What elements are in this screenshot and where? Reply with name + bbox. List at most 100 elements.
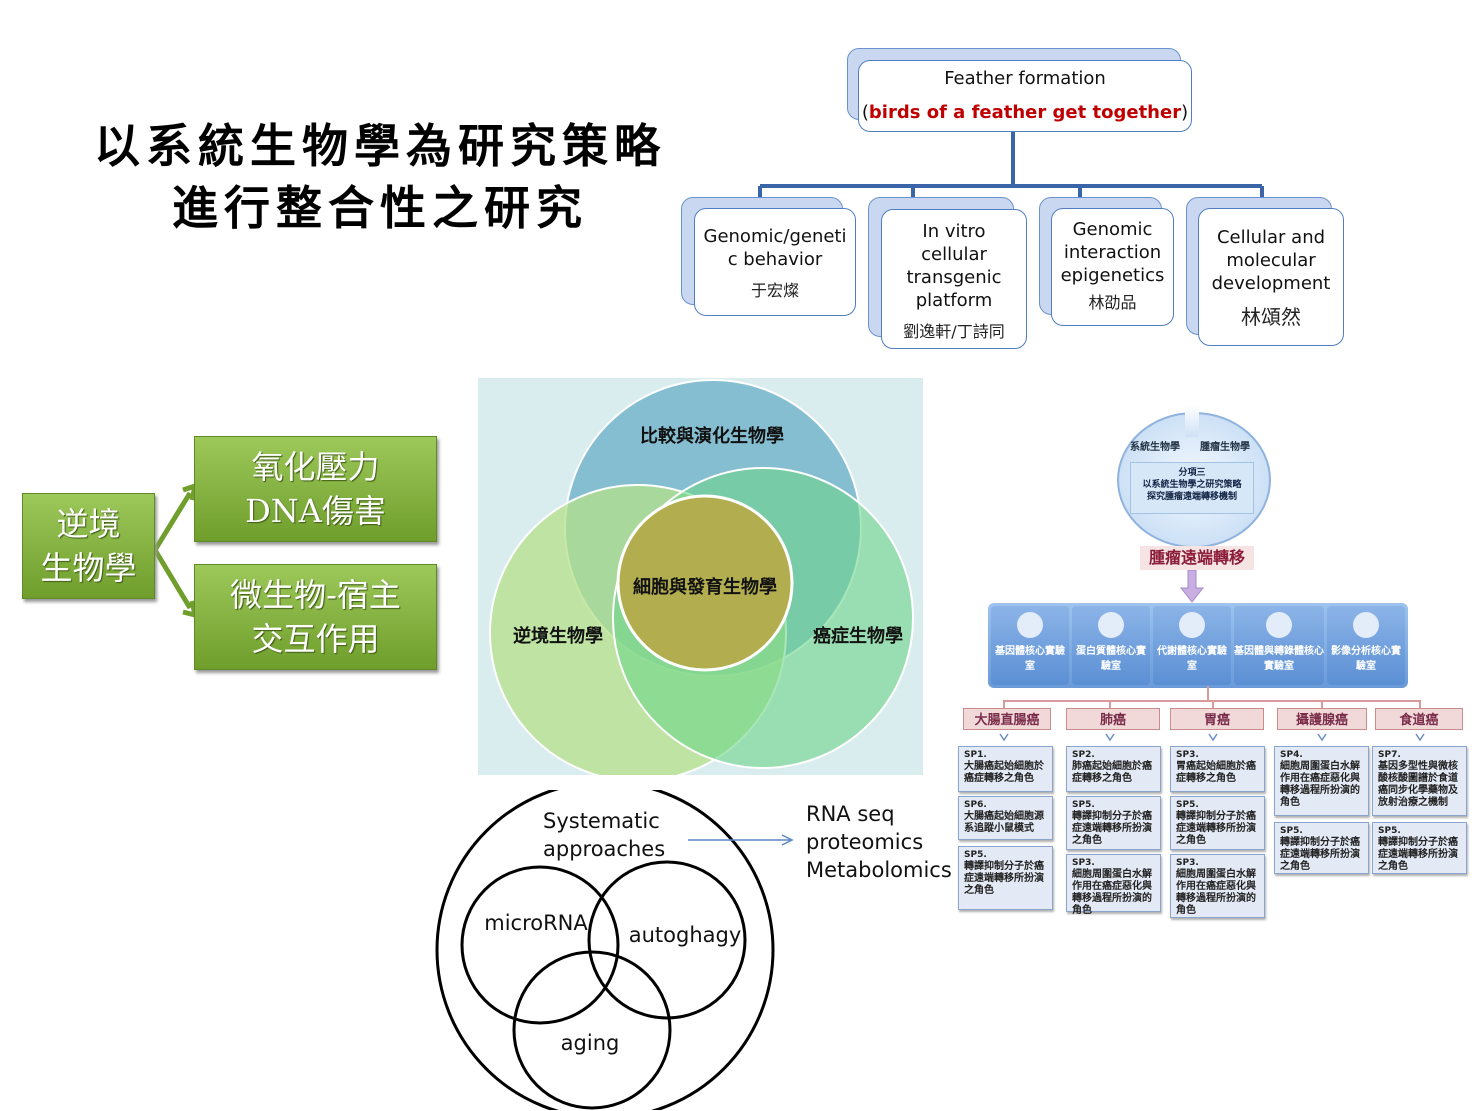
org-root-subtitle: (birds of a feather get together) xyxy=(861,102,1189,123)
core-lab-4: 基因體與轉錄體核心實驗室 xyxy=(1234,606,1324,685)
org-child-4: Cellular and molecular development 林頌然 xyxy=(1198,208,1344,346)
subproject-text: 轉譯抑制分子於癌症遠端轉移所扮演之角色 xyxy=(964,861,1044,896)
metastasis-title: 腫瘤遠端轉移 xyxy=(1140,546,1254,570)
subproject-text: 轉譯抑制分子於癌症遠端轉移所扮演之角色 xyxy=(1176,811,1256,846)
subproject-box-4-2: SP5.轉譯抑制分子於癌症遠端轉移所扮演之角色 xyxy=(1274,822,1369,874)
core-lab-2-label: 蛋白質體核心實驗室 xyxy=(1076,646,1146,672)
subproject-box-2-1: SP2.肺癌起始細胞於癌症轉移之角色 xyxy=(1066,746,1161,792)
approach-arrow-head xyxy=(781,834,794,846)
outer-circle xyxy=(435,790,775,1110)
core-lab-1: 基因體核心實驗室 xyxy=(991,606,1069,685)
subproject-box-5-2: SP5.轉譯抑制分子於癌症遠端轉移所扮演之角色 xyxy=(1372,822,1467,874)
venn-circle-center xyxy=(616,494,794,672)
subproject-code: SP6. xyxy=(964,800,987,810)
subproject-code: SP5. xyxy=(1176,800,1199,810)
subproject-box-3-3: SP3.細胞周圍蛋白水解作用在癌症惡化與轉移過程所扮演的角色 xyxy=(1170,854,1265,918)
microrna-circle xyxy=(460,865,620,1025)
core-lab-3: 代謝體核心實驗室 xyxy=(1153,606,1231,685)
subproject-text: 轉譯抑制分子於癌症遠端轉移所扮演之角色 xyxy=(1072,811,1152,846)
org-root-box: Feather formation (birds of a feather ge… xyxy=(858,60,1192,132)
subproject-text: 細胞周圍蛋白水解作用在癌症惡化與轉移過程所扮演的角色 xyxy=(1176,869,1256,916)
venn-label-left: 逆境生物學 xyxy=(513,625,603,647)
subproject-code: SP3. xyxy=(1072,858,1095,868)
org-child-2: In vitro cellular transgenic platform 劉逸… xyxy=(881,209,1027,349)
subproject-text: 大腸癌起始細胞於癌症轉移之角色 xyxy=(964,761,1044,784)
core-lab-2: 蛋白質體核心實驗室 xyxy=(1072,606,1150,685)
subproject-line2: 以系統生物學之研究策略 xyxy=(1142,480,1242,490)
top-left-label: 系統生物學 xyxy=(1130,442,1180,453)
aging-circle xyxy=(512,950,672,1110)
category-prostate: 攝護腺癌 xyxy=(1277,708,1367,730)
title-line-2: 進行整合性之研究 xyxy=(172,181,588,235)
systematic-line1: Systematic xyxy=(543,809,660,833)
omics-rna-seq: RNA seq xyxy=(806,802,895,826)
core-lab-4-label: 基因體與轉錄體核心實驗室 xyxy=(1234,646,1324,672)
subproject-box-5-1: SP7.基因多型性與微核酸核酸圖譜於食道癌同步化學藥物及放射治療之機制 xyxy=(1372,746,1467,816)
subproject-code: SP5. xyxy=(964,850,987,860)
subproject-box-2-3: SP3.細胞周圍蛋白水解作用在癌症惡化與轉移過程所扮演的角色 xyxy=(1066,854,1161,916)
org-child-1: Genomic/geneti c behavior 于宏燦 xyxy=(694,208,856,316)
org-child-3: Genomic interaction epigenetics 林劭品 xyxy=(1051,208,1174,326)
org-chart-connectors xyxy=(758,132,1264,205)
subproject-code: SP4. xyxy=(1280,750,1303,760)
subproject-line3: 探究腫瘤遠端轉移機制 xyxy=(1146,492,1237,502)
category-stomach: 胃癌 xyxy=(1170,708,1264,730)
subproject-code: SP5. xyxy=(1280,826,1303,836)
subproject-box-2-2: SP5.轉譯抑制分子於癌症遠端轉移所扮演之角色 xyxy=(1066,796,1161,850)
title-line-1: 以系統生物學為研究策略 xyxy=(94,119,666,173)
branch1-line2: DNA傷害 xyxy=(245,492,386,530)
page-title: 以系統生物學為研究策略 進行整合性之研究 xyxy=(60,115,700,239)
branch2-line1: 微生物-宿主 xyxy=(230,576,401,614)
subproject-code: SP2. xyxy=(1072,750,1095,760)
org-child-4-label: Cellular and molecular development xyxy=(1211,227,1331,294)
org-child-1-name: 于宏燦 xyxy=(750,281,799,300)
subproject-text: 基因多型性與微核酸核酸圖譜於食道癌同步化學藥物及放射治療之機制 xyxy=(1378,761,1458,808)
subproject-box-1-1: SP1.大腸癌起始細胞於癌症轉移之角色 xyxy=(958,746,1053,792)
category-connectors xyxy=(999,686,1425,742)
subproject-text: 細胞周圍蛋白水解作用在癌症惡化與轉移過程所扮演的角色 xyxy=(1072,869,1152,916)
stress-biology-box: 逆境 生物學 xyxy=(22,493,155,599)
subproject-box-1-3: SP5.轉譯抑制分子於癌症遠端轉移所扮演之角色 xyxy=(958,846,1053,910)
core-lab-3-label: 代謝體核心實驗室 xyxy=(1157,646,1227,672)
org-root-highlight: birds of a feather get together xyxy=(868,102,1182,123)
category-esophageal: 食道癌 xyxy=(1375,708,1463,730)
top-right-label: 腫瘤生物學 xyxy=(1200,442,1250,453)
org-child-4-name: 林頌然 xyxy=(1241,305,1301,329)
subproject-box-3-1: SP3.胃癌起始細胞於癌症轉移之角色 xyxy=(1170,746,1265,792)
omics-metabolomics: Metabolomics xyxy=(806,858,952,882)
subproject-text: 細胞周圍蛋白水解作用在癌症惡化與轉移過程所扮演的角色 xyxy=(1280,761,1360,808)
microbe-host-box: 微生物-宿主 交互作用 xyxy=(194,564,437,670)
systematic-line2: approaches xyxy=(543,837,665,861)
venn-label-right: 癌症生物學 xyxy=(813,625,903,647)
org-root-title: Feather formation xyxy=(944,68,1106,89)
subproject-code: SP7. xyxy=(1378,750,1401,760)
subproject-text: 轉譯抑制分子於癌症遠端轉移所扮演之角色 xyxy=(1378,837,1458,872)
omics-list: RNA seq proteomics Metabolomics xyxy=(806,800,952,884)
venn-small: Systematic approaches microRNA autoghagy… xyxy=(435,790,794,1110)
subproject-text: 胃癌起始細胞於癌症轉移之角色 xyxy=(1176,761,1256,784)
autophagy-circle xyxy=(587,860,747,1020)
org-child-1-label: Genomic/geneti c behavior xyxy=(703,226,847,270)
subproject-text: 轉譯抑制分子於癌症遠端轉移所扮演之角色 xyxy=(1280,837,1360,872)
core-lab-5: 影像分析核心實驗室 xyxy=(1327,606,1405,685)
subproject-box-1-2: SP6.大腸癌起始細胞源系追蹤小鼠模式 xyxy=(958,796,1053,840)
aging-label: aging xyxy=(561,1031,620,1055)
org-child-2-label: In vitro cellular transgenic platform xyxy=(906,221,1002,311)
autophagy-label: autoghagy xyxy=(629,923,742,947)
branch2-line2: 交互作用 xyxy=(251,620,380,658)
omics-proteomics: proteomics xyxy=(806,830,924,854)
subproject-text: 大腸癌起始細胞源系追蹤小鼠模式 xyxy=(964,811,1044,834)
top-connector xyxy=(1185,405,1199,437)
subproject-box: 分項三 以系統生物學之研究策略 探究腫瘤遠端轉移機制 xyxy=(1130,462,1254,514)
subproject-line1: 分項三 xyxy=(1178,468,1206,478)
category-colorectal: 大腸直腸癌 xyxy=(963,708,1051,730)
core-lab-1-label: 基因體核心實驗室 xyxy=(995,646,1065,672)
subproject-code: SP5. xyxy=(1378,826,1401,836)
metastasis-arrow xyxy=(1180,570,1204,603)
subproject-code: SP5. xyxy=(1072,800,1095,810)
subproject-code: SP3. xyxy=(1176,858,1199,868)
subproject-box-3-2: SP5.轉譯抑制分子於癌症遠端轉移所扮演之角色 xyxy=(1170,796,1265,850)
category-lung: 肺癌 xyxy=(1066,708,1160,730)
subproject-text: 肺癌起始細胞於癌症轉移之角色 xyxy=(1072,761,1152,784)
microrna-label: microRNA xyxy=(484,911,588,935)
